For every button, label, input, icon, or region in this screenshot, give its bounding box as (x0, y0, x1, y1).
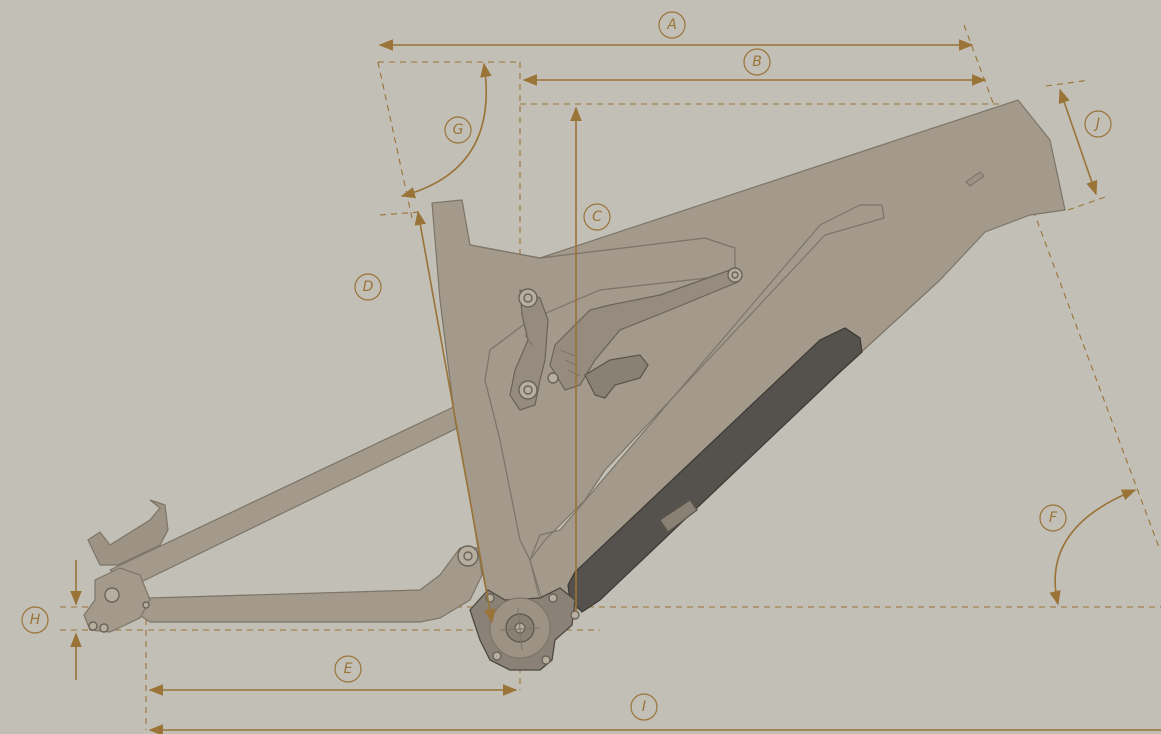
svg-text:B: B (752, 54, 762, 70)
label-F: F (1039, 504, 1067, 532)
label-H: H (21, 606, 49, 634)
svg-text:A: A (666, 17, 677, 33)
svg-text:J: J (1093, 116, 1100, 132)
label-B: B (743, 48, 771, 76)
top-tube-slot (965, 171, 985, 187)
dim-arc-F (1049, 489, 1137, 606)
suspension (509, 267, 743, 411)
svg-text:F: F (1049, 510, 1058, 526)
svg-text:I: I (642, 699, 646, 715)
label-J: J (1084, 110, 1112, 138)
svg-text:C: C (592, 209, 602, 225)
svg-text:H: H (30, 612, 41, 628)
dim-line-J (1058, 88, 1098, 196)
label-D: D (354, 273, 382, 301)
dim-arc-G (400, 62, 492, 199)
motor-unit (469, 587, 580, 671)
label-A: A (658, 11, 686, 39)
rear-shock (549, 269, 739, 391)
svg-text:G: G (453, 122, 464, 138)
label-C: C (583, 203, 611, 231)
rocker-link (509, 289, 549, 411)
label-G: G (444, 116, 472, 144)
dimension-lines (70, 39, 1161, 734)
derailleur-hanger (87, 499, 169, 566)
svg-text:E: E (344, 661, 353, 677)
label-E: E (334, 655, 362, 683)
axle-pivot (104, 587, 120, 603)
svg-text:D: D (363, 279, 374, 295)
label-I: I (630, 693, 658, 721)
dimension-labels: A B C D E F G H (21, 11, 1112, 721)
dim-line-D (414, 210, 496, 624)
